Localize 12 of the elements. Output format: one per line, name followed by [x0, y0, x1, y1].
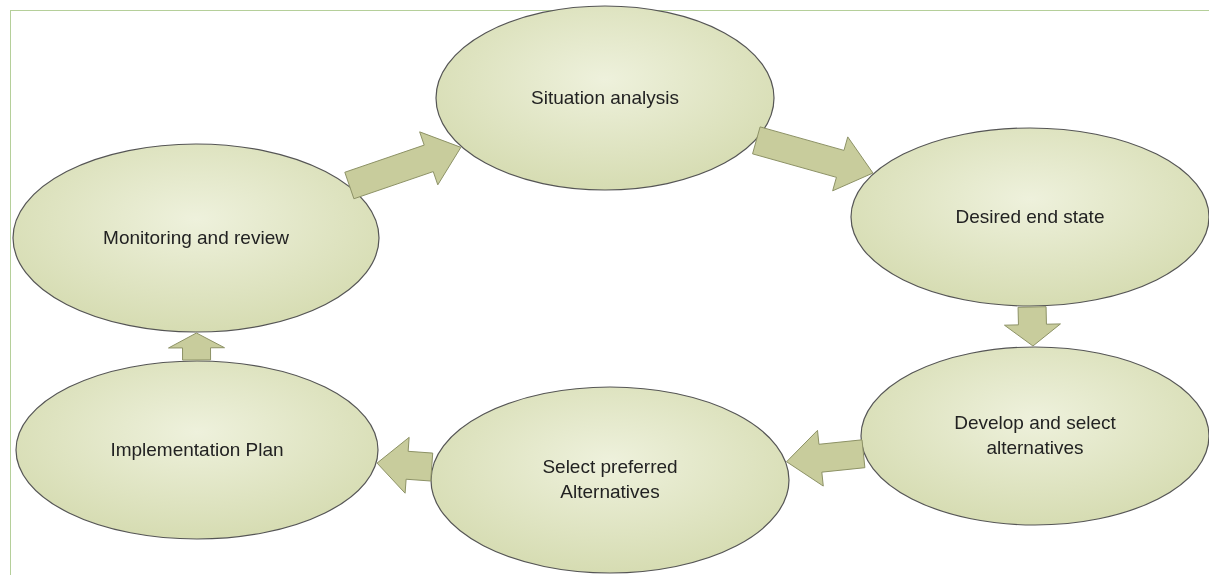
node-label: Implementation Plan — [109, 437, 285, 462]
node-label: Situation analysis — [530, 85, 680, 110]
block-arrow — [752, 126, 874, 192]
block-arrow — [168, 332, 225, 361]
node-label: Monitoring and review — [102, 225, 290, 250]
node-label: Desired end state — [954, 204, 1106, 229]
node-label: Develop and select alternatives — [953, 411, 1117, 460]
block-arrow — [376, 436, 434, 494]
node-label: Select preferred Alternatives — [541, 455, 679, 504]
block-arrow — [786, 429, 866, 487]
block-arrow — [344, 131, 462, 200]
block-arrow — [1003, 306, 1061, 347]
